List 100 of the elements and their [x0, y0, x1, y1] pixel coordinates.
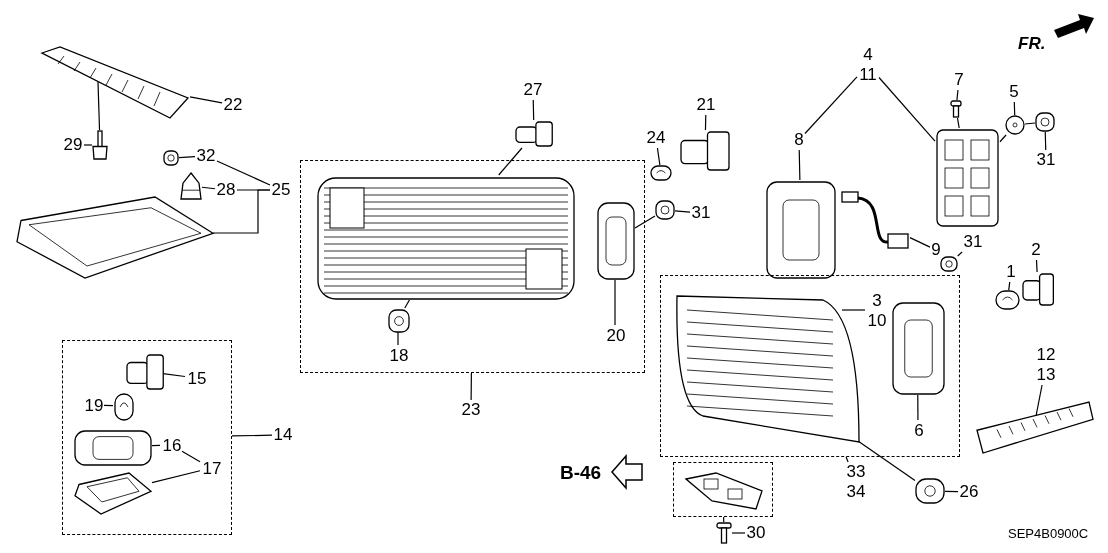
side-marker-drawing	[975, 400, 1095, 455]
leader-line	[723, 516, 725, 523]
callout-number: 19	[83, 396, 105, 416]
callout-number: 1	[1005, 262, 1017, 282]
leader-line	[162, 372, 186, 378]
nut-drawing	[940, 256, 958, 272]
leader-line	[1035, 259, 1038, 273]
callout-number: 14	[272, 425, 294, 445]
leader-line	[151, 444, 161, 447]
callout-number: 31	[1035, 150, 1057, 170]
callout-number: 34	[845, 482, 867, 502]
callout-number: 17	[201, 459, 223, 479]
callout-number: 4	[862, 45, 874, 65]
callout-number: 11	[858, 65, 878, 85]
leader-line	[656, 147, 661, 166]
leader-line	[674, 210, 691, 213]
dashed-group-outline	[673, 462, 773, 517]
callout-number: 21	[695, 95, 717, 115]
leader-line	[181, 450, 201, 463]
leader-line	[804, 76, 858, 135]
socket-drawing	[680, 130, 730, 172]
gasket-drawing	[596, 201, 636, 281]
leader-line	[956, 89, 959, 101]
callout-number: 31	[962, 232, 984, 252]
bolt-drawing	[92, 130, 108, 160]
reference-label: FR.	[1018, 34, 1046, 54]
callout-number: 13	[1035, 365, 1057, 385]
callout-number: 12	[1035, 345, 1057, 365]
leader-line	[731, 532, 746, 534]
leader-line	[498, 147, 523, 176]
leader-line	[216, 160, 271, 186]
leader-line	[1024, 122, 1036, 125]
leader-line	[704, 114, 707, 131]
leader-line	[1044, 131, 1047, 151]
dashed-group-outline	[300, 160, 645, 373]
callout-number: 15	[186, 369, 208, 389]
brake-light-drawing	[40, 45, 190, 120]
wire-harness-drawing	[840, 190, 910, 252]
clip-drawing	[388, 309, 410, 333]
leader-line	[470, 372, 472, 401]
nut-drawing	[915, 478, 945, 504]
clip-drawing	[163, 150, 179, 166]
callout-number: 9	[930, 240, 942, 260]
lamp-housing-drawing	[73, 471, 153, 516]
reference-label: B-46	[560, 462, 602, 484]
leader-line	[845, 456, 849, 463]
leader-line	[83, 144, 93, 146]
washer-drawing	[1005, 115, 1025, 135]
gasket-drawing	[765, 180, 837, 280]
socket-drawing	[126, 353, 164, 391]
leader-line	[841, 309, 866, 311]
leader-line	[1013, 101, 1016, 116]
callout-number: 7	[953, 70, 965, 90]
socket-drawing	[515, 120, 553, 148]
leader-line	[201, 186, 216, 190]
bulb-drawing	[995, 290, 1020, 310]
bulb-drawing	[650, 165, 672, 181]
callout-number: 10	[866, 311, 888, 331]
leader-line	[1035, 384, 1043, 417]
callout-number: 29	[62, 135, 84, 155]
leader-line	[614, 279, 616, 326]
leader-line	[999, 134, 1007, 143]
callout-number: 2	[1030, 240, 1042, 260]
callout-number: 30	[745, 523, 767, 543]
dashed-group-outline	[62, 340, 232, 535]
drawing-code: SEP4B0900C	[1008, 526, 1089, 541]
callout-number: 23	[460, 400, 482, 420]
bracket-drawing	[684, 471, 764, 511]
screw-drawing	[716, 522, 732, 544]
socket-drawing	[1022, 272, 1054, 307]
callout-number: 20	[605, 326, 627, 346]
leader-line	[532, 99, 535, 121]
callout-number: 18	[388, 346, 410, 366]
leader-line	[97, 81, 101, 131]
callout-number: 31	[690, 203, 712, 223]
callout-number: 22	[222, 95, 244, 115]
leader-line	[404, 299, 410, 309]
leader-line	[956, 117, 960, 129]
callout-number: 28	[215, 180, 237, 200]
callout-number: 6	[913, 421, 925, 441]
callout-number: 5	[1008, 82, 1020, 102]
screw-drawing	[950, 100, 962, 118]
circuit-board-drawing	[935, 128, 1000, 228]
leader-line	[909, 237, 931, 248]
nut-drawing	[655, 200, 675, 220]
leader-line	[917, 394, 919, 421]
leader-line	[189, 96, 223, 104]
leader-line	[151, 470, 201, 484]
leader-line	[857, 440, 916, 482]
leader-line	[957, 251, 963, 257]
callout-number: 33	[845, 462, 867, 482]
leader-line	[1008, 281, 1011, 291]
callout-number: 8	[793, 130, 805, 150]
leader-line	[944, 490, 959, 493]
leader-line	[634, 215, 656, 229]
callout-number: 27	[522, 80, 544, 100]
leader-line	[236, 189, 271, 191]
gasket-drawing	[73, 429, 153, 467]
cover-drawing	[15, 195, 215, 280]
callout-number: 25	[270, 180, 292, 200]
